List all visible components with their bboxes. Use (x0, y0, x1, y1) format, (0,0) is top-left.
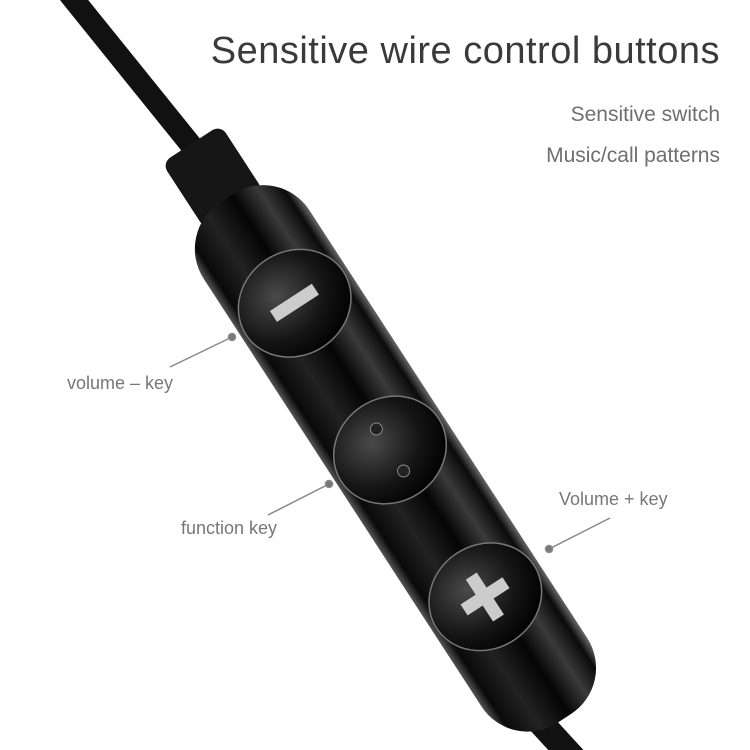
function-key-label: function key (181, 518, 278, 538)
function-button[interactable] (313, 375, 467, 525)
cable-top (60, 0, 206, 161)
volume-plus-button[interactable] (408, 522, 562, 672)
minus-icon (269, 283, 319, 322)
volume-minus-label: volume – key (67, 373, 174, 393)
dot-icon (397, 464, 411, 478)
headline: Sensitive wire control buttons (210, 30, 720, 72)
feature-text: Music/call patterns (546, 144, 720, 167)
dot-icon (369, 422, 383, 436)
feature-text: Sensitive switch (570, 103, 720, 126)
volume-plus-label: Volume + key (559, 489, 668, 509)
callout-line (267, 483, 330, 516)
volume-minus-button[interactable] (218, 228, 372, 378)
callout-line (169, 336, 233, 368)
callout-line (548, 517, 611, 550)
